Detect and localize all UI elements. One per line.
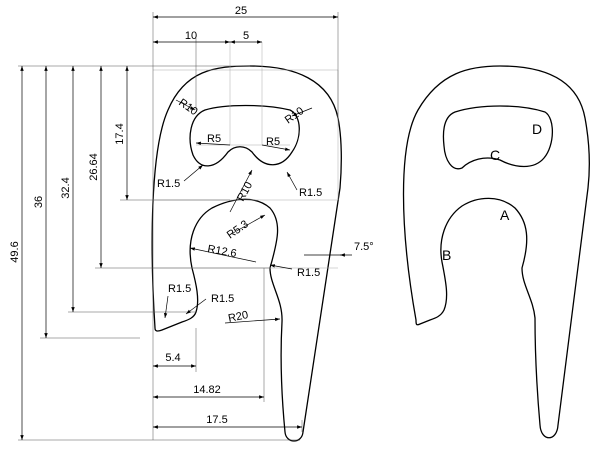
dim-v-26-64: 26.64 — [88, 153, 100, 181]
dim-top-10: 10 — [185, 30, 197, 42]
dim-r-1-5-a: R1.5 — [157, 178, 180, 190]
dim-r-5-left: R5 — [207, 133, 221, 145]
dim-r-5-right: R5 — [266, 136, 280, 148]
dim-v-17-4: 17.4 — [114, 123, 126, 144]
dim-b-14-82: 14.82 — [193, 384, 221, 396]
dim-r-20: R20 — [227, 309, 249, 325]
profile-outer-outline — [151, 65, 342, 442]
dim-r-10-right: R10 — [283, 105, 306, 126]
dim-r-12-6: R12.6 — [206, 243, 237, 260]
dim-v-36: 36 — [33, 196, 45, 208]
point-label-d: D — [532, 121, 542, 137]
dimension-labels: 25 10 5 49.6 36 32.4 26.64 17.4 5.4 14.8… — [9, 5, 374, 426]
dim-r-1-5-e: R1.5 — [211, 293, 234, 305]
dim-top-5: 5 — [243, 30, 249, 42]
point-label-b: B — [442, 247, 451, 263]
labelled-profile — [402, 65, 590, 439]
profile-inner-cavity — [189, 104, 300, 167]
dim-r-5-3: R5.3 — [225, 218, 251, 241]
dim-v-32-4: 32.4 — [60, 177, 72, 198]
dim-b-17-5: 17.5 — [206, 414, 227, 426]
point-label-c: C — [490, 147, 500, 163]
dim-top-25: 25 — [235, 5, 247, 17]
point-label-a: A — [500, 207, 510, 223]
dim-angle-7-5: 7.5° — [354, 241, 374, 253]
dim-v-49-6: 49.6 — [9, 241, 21, 262]
dimensioned-profile — [18, 12, 352, 442]
labelled-profile-inner-cavity — [442, 105, 554, 170]
dim-b-5-4: 5.4 — [165, 352, 180, 364]
dim-r-1-5-d: R1.5 — [168, 283, 191, 295]
labelled-profile-outer-outline — [402, 65, 590, 439]
dim-r-1-5-c: R1.5 — [297, 267, 320, 279]
dim-r-1-5-b: R1.5 — [299, 187, 322, 199]
point-labels: A B C D — [442, 121, 542, 263]
